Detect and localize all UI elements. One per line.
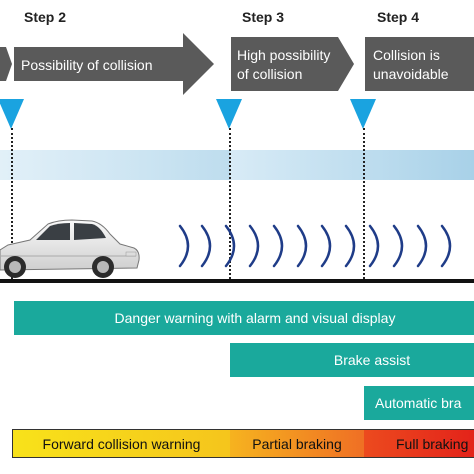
brake-assist-bar: Brake assist: [230, 343, 474, 377]
radar-waves: [178, 224, 452, 268]
phase-3-text-line1: High possibility: [237, 47, 331, 63]
road-line: [0, 279, 474, 283]
radar-wave: [392, 224, 404, 268]
radar-wave: [320, 224, 332, 268]
step-2-label: Step 2: [24, 9, 67, 25]
phase-2-text: Possibility of collision: [21, 57, 153, 73]
automatic-braking-bar: Automatic bra: [364, 386, 474, 420]
phase-arrows: [0, 33, 474, 95]
step-4-boundary-line: [363, 128, 365, 283]
stage-partial-braking-label: Partial braking: [252, 435, 342, 452]
detection-band-1: [0, 150, 230, 180]
radar-wave: [440, 224, 452, 268]
brake-assist-label: Brake assist: [333, 352, 411, 368]
car-icon: [0, 219, 140, 278]
step-3-label: Step 3: [242, 9, 285, 25]
radar-wave: [200, 224, 212, 268]
stage-full-braking: Full braking: [364, 429, 474, 458]
phase-2-arrow: [14, 33, 214, 95]
trigger-marker-1: [0, 99, 24, 129]
step-4-label: Step 4: [377, 9, 420, 25]
stage-full-braking-label: Full braking: [396, 435, 469, 452]
radar-wave: [272, 224, 284, 268]
stage-partial-braking: Partial braking: [230, 429, 365, 458]
detection-band-2: [230, 150, 474, 180]
phase-3-arrow: [231, 37, 354, 91]
trigger-marker-3: [350, 99, 376, 129]
danger-warning-bar: Danger warning with alarm and visual dis…: [14, 301, 474, 335]
automatic-braking-label: Automatic bra: [375, 395, 462, 411]
radar-wave: [178, 224, 190, 268]
phase-4-arrow: [365, 37, 474, 91]
phase-3-text-line2: of collision: [237, 66, 303, 82]
radar-wave: [224, 224, 236, 268]
phase-1-arrow: [0, 47, 12, 81]
radar-wave: [248, 224, 260, 268]
danger-warning-label: Danger warning with alarm and visual dis…: [114, 310, 396, 326]
step-3-boundary-line: [229, 128, 231, 283]
radar-wave: [296, 224, 308, 268]
radar-wave: [416, 224, 428, 268]
step-2-boundary-line: [11, 128, 13, 283]
radar-wave: [344, 224, 356, 268]
phase-4-text-line2: unavoidable: [373, 66, 449, 82]
stage-forward-collision-warning: Forward collision warning: [12, 429, 231, 458]
radar-wave: [368, 224, 380, 268]
phase-4-text-line1: Collision is: [373, 47, 440, 63]
stage-forward-collision-warning-label: Forward collision warning: [42, 435, 201, 452]
trigger-marker-2: [216, 99, 242, 129]
